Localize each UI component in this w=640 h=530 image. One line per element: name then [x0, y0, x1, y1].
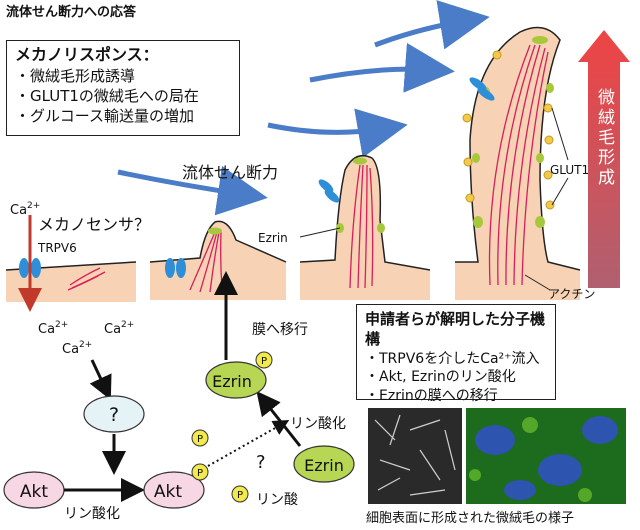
- ezrin-membrane-icon: [473, 216, 483, 228]
- microvilli-formation-arrow: [578, 30, 630, 288]
- trpv6-channel-icon: [477, 87, 495, 101]
- ezrin-membrane-icon: [536, 153, 544, 163]
- findings-box-heading: 申請者らが解明した分子機構: [365, 310, 546, 349]
- phosphate-icon: [191, 429, 209, 447]
- mechano-item: ・グルコース輸送量の増加: [15, 107, 194, 126]
- svg-text:P: P: [237, 490, 243, 501]
- microvilli-photos: [368, 408, 626, 504]
- svg-text:Akt: Akt: [154, 482, 182, 502]
- calcium-ions: Ca2+ Ca2+ Ca2+: [38, 320, 134, 357]
- findings-item: ・TRPV6を介したCa²⁺流入: [365, 350, 540, 367]
- ezrin-membrane-icon: [472, 153, 480, 163]
- cell-stage-4: [455, 26, 581, 300]
- trpv6-channel-icon: [19, 258, 29, 278]
- phosphate-label: リン酸: [256, 492, 298, 508]
- unknown-node: [83, 395, 145, 433]
- svg-text:Ca2+: Ca2+: [62, 340, 92, 357]
- actin-label: アクチン: [548, 287, 595, 301]
- ezrin-membrane-icon: [546, 83, 554, 93]
- shear-force-label: 流体せん断力: [182, 163, 278, 182]
- phosphate-icon: [191, 463, 209, 481]
- mechano-response-box: メカノリスポンス： ・微絨毛形成誘導 ・GLUT1の微絨毛への局在 ・グルコース…: [6, 40, 240, 136]
- page-title: 流体せん断力への応答: [6, 4, 137, 20]
- flow-arrows: [117, 0, 490, 216]
- svg-text:Ezrin: Ezrin: [212, 372, 252, 391]
- trpv6-channel-icon: [469, 77, 487, 91]
- photo-caption: 細胞表面に形成された微絨毛の様子: [366, 511, 574, 526]
- svg-text:Akt: Akt: [20, 482, 48, 502]
- findings-box: 申請者らが解明した分子機構 ・TRPV6を介したCa²⁺流入 ・Akt, Ezr…: [356, 304, 556, 404]
- flow-arrow-4: [374, 0, 490, 50]
- ca-label: Ca2+: [10, 201, 40, 218]
- cell-stage-1: [5, 215, 137, 312]
- photo-grayscale: [368, 408, 462, 504]
- ezrin-node-unphos: [293, 445, 355, 483]
- mechano-item: ・微絨毛形成誘導: [15, 66, 136, 85]
- findings-item: ・Akt, Ezrinのリン酸化: [365, 369, 516, 386]
- ezrin-membrane-icon: [377, 223, 385, 233]
- trpv6-channel-icon: [324, 189, 340, 203]
- svg-text:Ezrin: Ezrin: [304, 456, 344, 475]
- ezrin-membrane-icon: [353, 157, 367, 165]
- mechanosensor-label: メカノセンサ？: [38, 215, 150, 234]
- flow-arrow-3: [309, 42, 455, 93]
- ezrin-membrane-icon: [535, 216, 545, 228]
- glut1-label: GLUT1: [550, 163, 589, 177]
- ezrin-membrane-icon: [532, 36, 548, 44]
- phosphorylation-label-akt: リン酸化: [64, 506, 120, 522]
- ezrin-node-phos: [205, 361, 267, 399]
- cell-stage-2: [149, 220, 287, 300]
- svg-text:P: P: [197, 434, 203, 445]
- phosphorylation-label-ezrin: リン酸化: [290, 416, 346, 432]
- cell-stage-3: [299, 155, 431, 300]
- to-membrane-label: 膜へ移行: [252, 322, 308, 338]
- flow-arrow-1: [117, 165, 268, 216]
- svg-text:P: P: [261, 356, 267, 367]
- ezrin-label: Ezrin: [258, 231, 288, 245]
- akt-node-phos: [143, 471, 205, 509]
- flow-arrow-2: [267, 108, 408, 158]
- ezrin-membrane-icon: [208, 227, 222, 235]
- svg-text:Ca2+: Ca2+: [38, 320, 68, 337]
- signaling-pathway: ? Akt リン酸化 Akt P P ? P リン酸 Ezrin リン酸化 Ez…: [3, 271, 355, 522]
- trpv6-channel-icon: [318, 179, 334, 193]
- svg-text:P: P: [197, 468, 203, 479]
- trpv6-channel-icon: [31, 258, 41, 278]
- microvilli-arrow-label: 微絨毛形成: [594, 88, 615, 188]
- svg-text:?: ?: [109, 404, 119, 426]
- phosphate-icon: [231, 485, 249, 503]
- trpv6-label: TRPV6: [37, 241, 77, 255]
- trpv6-channel-icon: [165, 258, 175, 278]
- svg-text:Ca2+: Ca2+: [104, 320, 134, 337]
- mechano-box-heading: メカノリスポンス：: [15, 45, 159, 64]
- findings-item: ・Ezrinの膜への移行: [365, 388, 498, 405]
- actin-fibers-1: [67, 267, 106, 291]
- phosphate-icon: [255, 351, 273, 369]
- mechano-item: ・GLUT1の微絨毛への局在: [15, 86, 199, 105]
- trpv6-channel-icon: [176, 258, 186, 278]
- unknown-step-mark: ?: [256, 452, 266, 473]
